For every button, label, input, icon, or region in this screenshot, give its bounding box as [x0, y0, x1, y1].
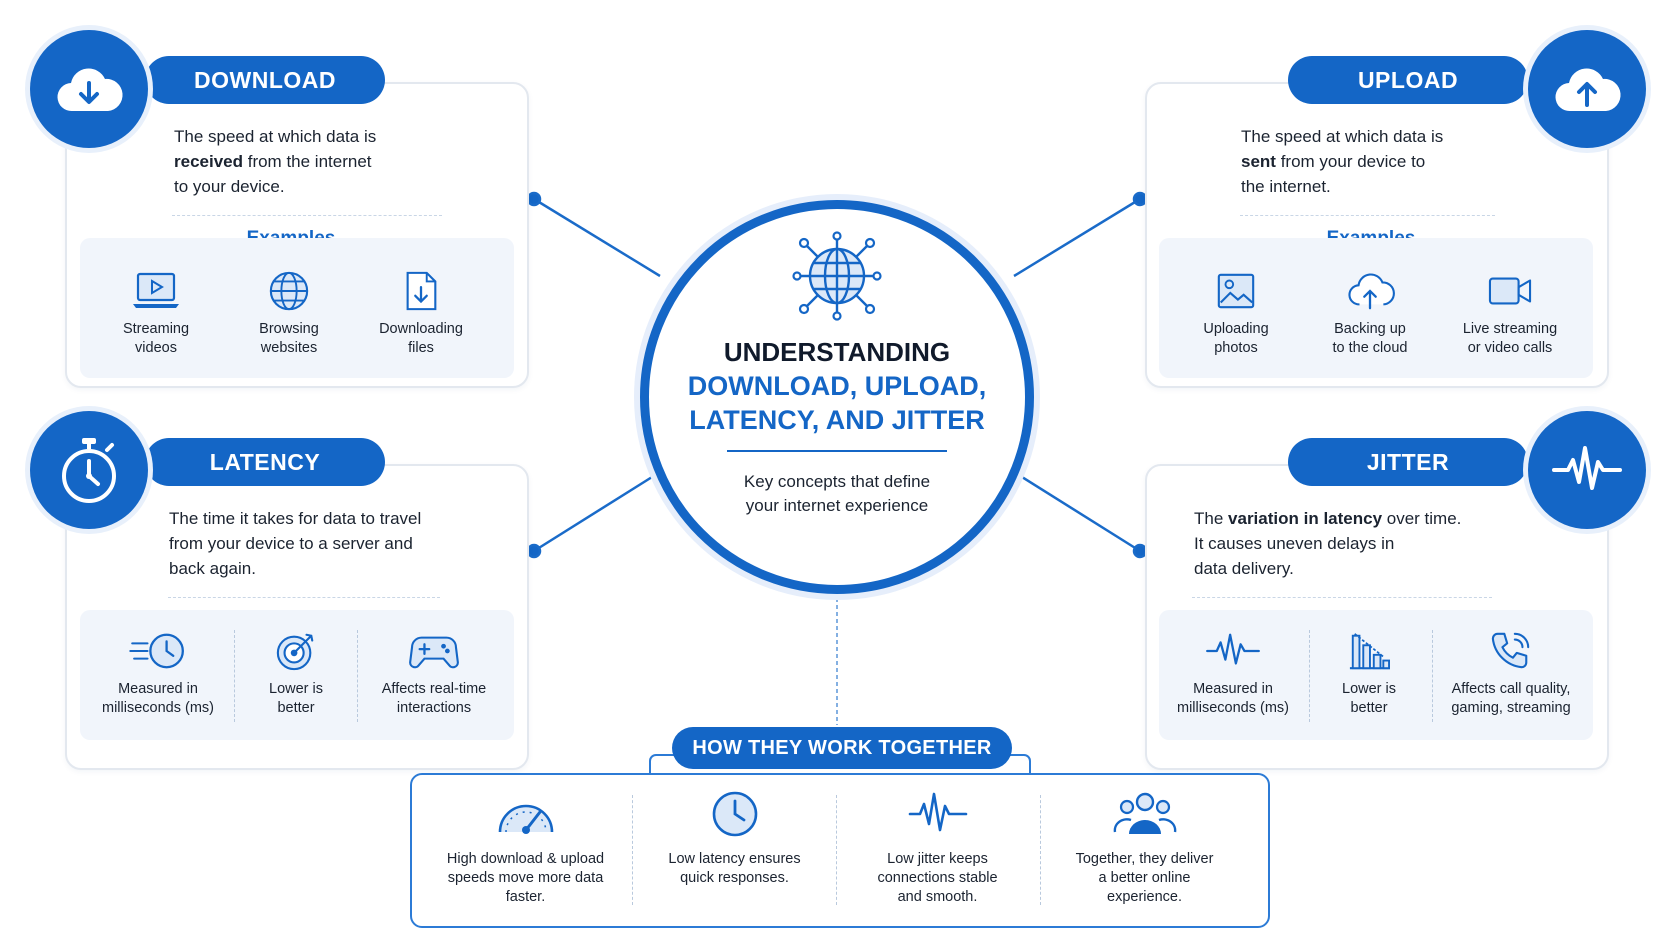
latency-item-realtime: Affects real-time interactions [369, 630, 499, 718]
jitter-separator [1432, 630, 1433, 722]
together-item-label: Low latency ensures quick responses. [668, 851, 801, 886]
download-badge [30, 30, 148, 148]
phone-icon [1491, 632, 1530, 669]
latency-item-measured: Measured in milliseconds (ms) [93, 630, 223, 718]
speedometer-icon [498, 804, 553, 834]
clock-icon [712, 791, 757, 837]
upload-badge [1528, 30, 1646, 148]
upload-description: The speed at which data is sent from you… [1241, 127, 1444, 196]
jitter-item-measured: Measured in milliseconds (ms) [1168, 630, 1298, 718]
jitter-description: The variation in latency over time. It c… [1194, 509, 1462, 578]
center-subtitle: Key concepts that define your internet e… [743, 472, 931, 515]
center-title-line3: LATENCY, AND JITTER [689, 405, 985, 435]
together-panel [410, 773, 1270, 928]
together-item-people: Together, they deliver a better online e… [1047, 790, 1242, 907]
upload-item-video: Live streaming or video calls [1445, 270, 1575, 358]
people-icon [1113, 792, 1176, 834]
latency-divider [168, 597, 440, 598]
together-separator [632, 795, 633, 905]
jitter-item-lower: Lower is better [1304, 630, 1434, 718]
waveform-icon [908, 792, 967, 832]
waveform-icon [1206, 633, 1260, 665]
latency-title: LATENCY [145, 438, 385, 486]
video-camera-icon [1488, 277, 1532, 305]
latency-item-lower: Lower is better [231, 630, 361, 718]
latency-separator [234, 630, 235, 722]
stopwatch-icon [62, 438, 116, 503]
together-item-label: Low jitter keeps connections stable and … [877, 851, 998, 905]
laptop-play-icon [133, 272, 179, 308]
latency-item-label: Affects real-time interactions [381, 681, 487, 716]
jitter-item-label: Affects call quality, gaming, streaming [1451, 681, 1571, 716]
upload-item-label: Backing up to the cloud [1332, 321, 1408, 356]
cloud-upload-icon [1348, 273, 1395, 310]
upload-item-cloud: Backing up to the cloud [1305, 270, 1435, 358]
together-title: HOW THEY WORK TOGETHER [672, 727, 1012, 769]
together-item-label: Together, they deliver a better online e… [1075, 851, 1214, 905]
center-circle: UNDERSTANDING DOWNLOAD, UPLOAD, LATENCY,… [640, 200, 1034, 594]
latency-item-label: Lower is better [269, 681, 323, 716]
network-globe-icon [792, 231, 882, 321]
download-item-label: Streaming videos [122, 321, 190, 356]
together-separator [1040, 795, 1041, 905]
download-divider [172, 215, 442, 216]
together-item-latency: Low latency ensures quick responses. [637, 790, 832, 888]
jitter-divider [1192, 597, 1492, 598]
latency-info-panel [80, 610, 514, 740]
latency-badge [30, 411, 148, 529]
gamepad-icon [409, 636, 459, 669]
center-divider [727, 450, 947, 452]
pulse-icon [1552, 446, 1622, 490]
upload-divider [1240, 215, 1495, 216]
cloud-download-icon [57, 68, 123, 112]
together-separator [836, 795, 837, 905]
latency-item-label: Measured in milliseconds (ms) [102, 681, 214, 716]
center-title-line2: DOWNLOAD, UPLOAD, [687, 371, 987, 401]
jitter-info-panel [1159, 610, 1593, 740]
together-item-label: High download & upload speeds move more … [446, 851, 605, 905]
jitter-item-call: Affects call quality, gaming, streaming [1446, 630, 1576, 718]
file-download-icon [406, 271, 437, 311]
jitter-item-label: Measured in milliseconds (ms) [1177, 681, 1289, 716]
fast-clock-icon [129, 633, 184, 669]
jitter-badge [1528, 411, 1646, 529]
download-item-browsing: Browsing websites [224, 270, 354, 358]
upload-item-label: Live streaming or video calls [1462, 321, 1558, 356]
download-item-label: Browsing websites [259, 321, 319, 356]
latency-description: The time it takes for data to travel fro… [169, 509, 422, 578]
image-icon [1217, 273, 1255, 309]
together-item-jitter: Low jitter keeps connections stable and … [840, 790, 1035, 907]
globe-icon [269, 271, 309, 311]
center-title-line1: UNDERSTANDING [723, 337, 951, 367]
latency-separator [357, 630, 358, 722]
upload-item-photos: Uploading photos [1171, 270, 1301, 358]
target-icon [276, 633, 314, 671]
jitter-title: JITTER [1288, 438, 1528, 486]
upload-title: UPLOAD [1288, 56, 1528, 104]
upload-item-label: Uploading photos [1203, 321, 1269, 356]
download-description: The speed at which data is received from… [174, 127, 377, 196]
download-item-streaming: Streaming videos [91, 270, 221, 358]
bar-chart-icon [1349, 633, 1390, 670]
jitter-item-label: Lower is better [1342, 681, 1396, 716]
together-item-speed: High download & upload speeds move more … [428, 790, 623, 907]
download-title: DOWNLOAD [145, 56, 385, 104]
download-item-downloading: Downloading files [356, 270, 486, 358]
download-item-label: Downloading files [379, 321, 463, 356]
jitter-separator [1309, 630, 1310, 722]
cloud-upload-icon [1555, 68, 1621, 112]
